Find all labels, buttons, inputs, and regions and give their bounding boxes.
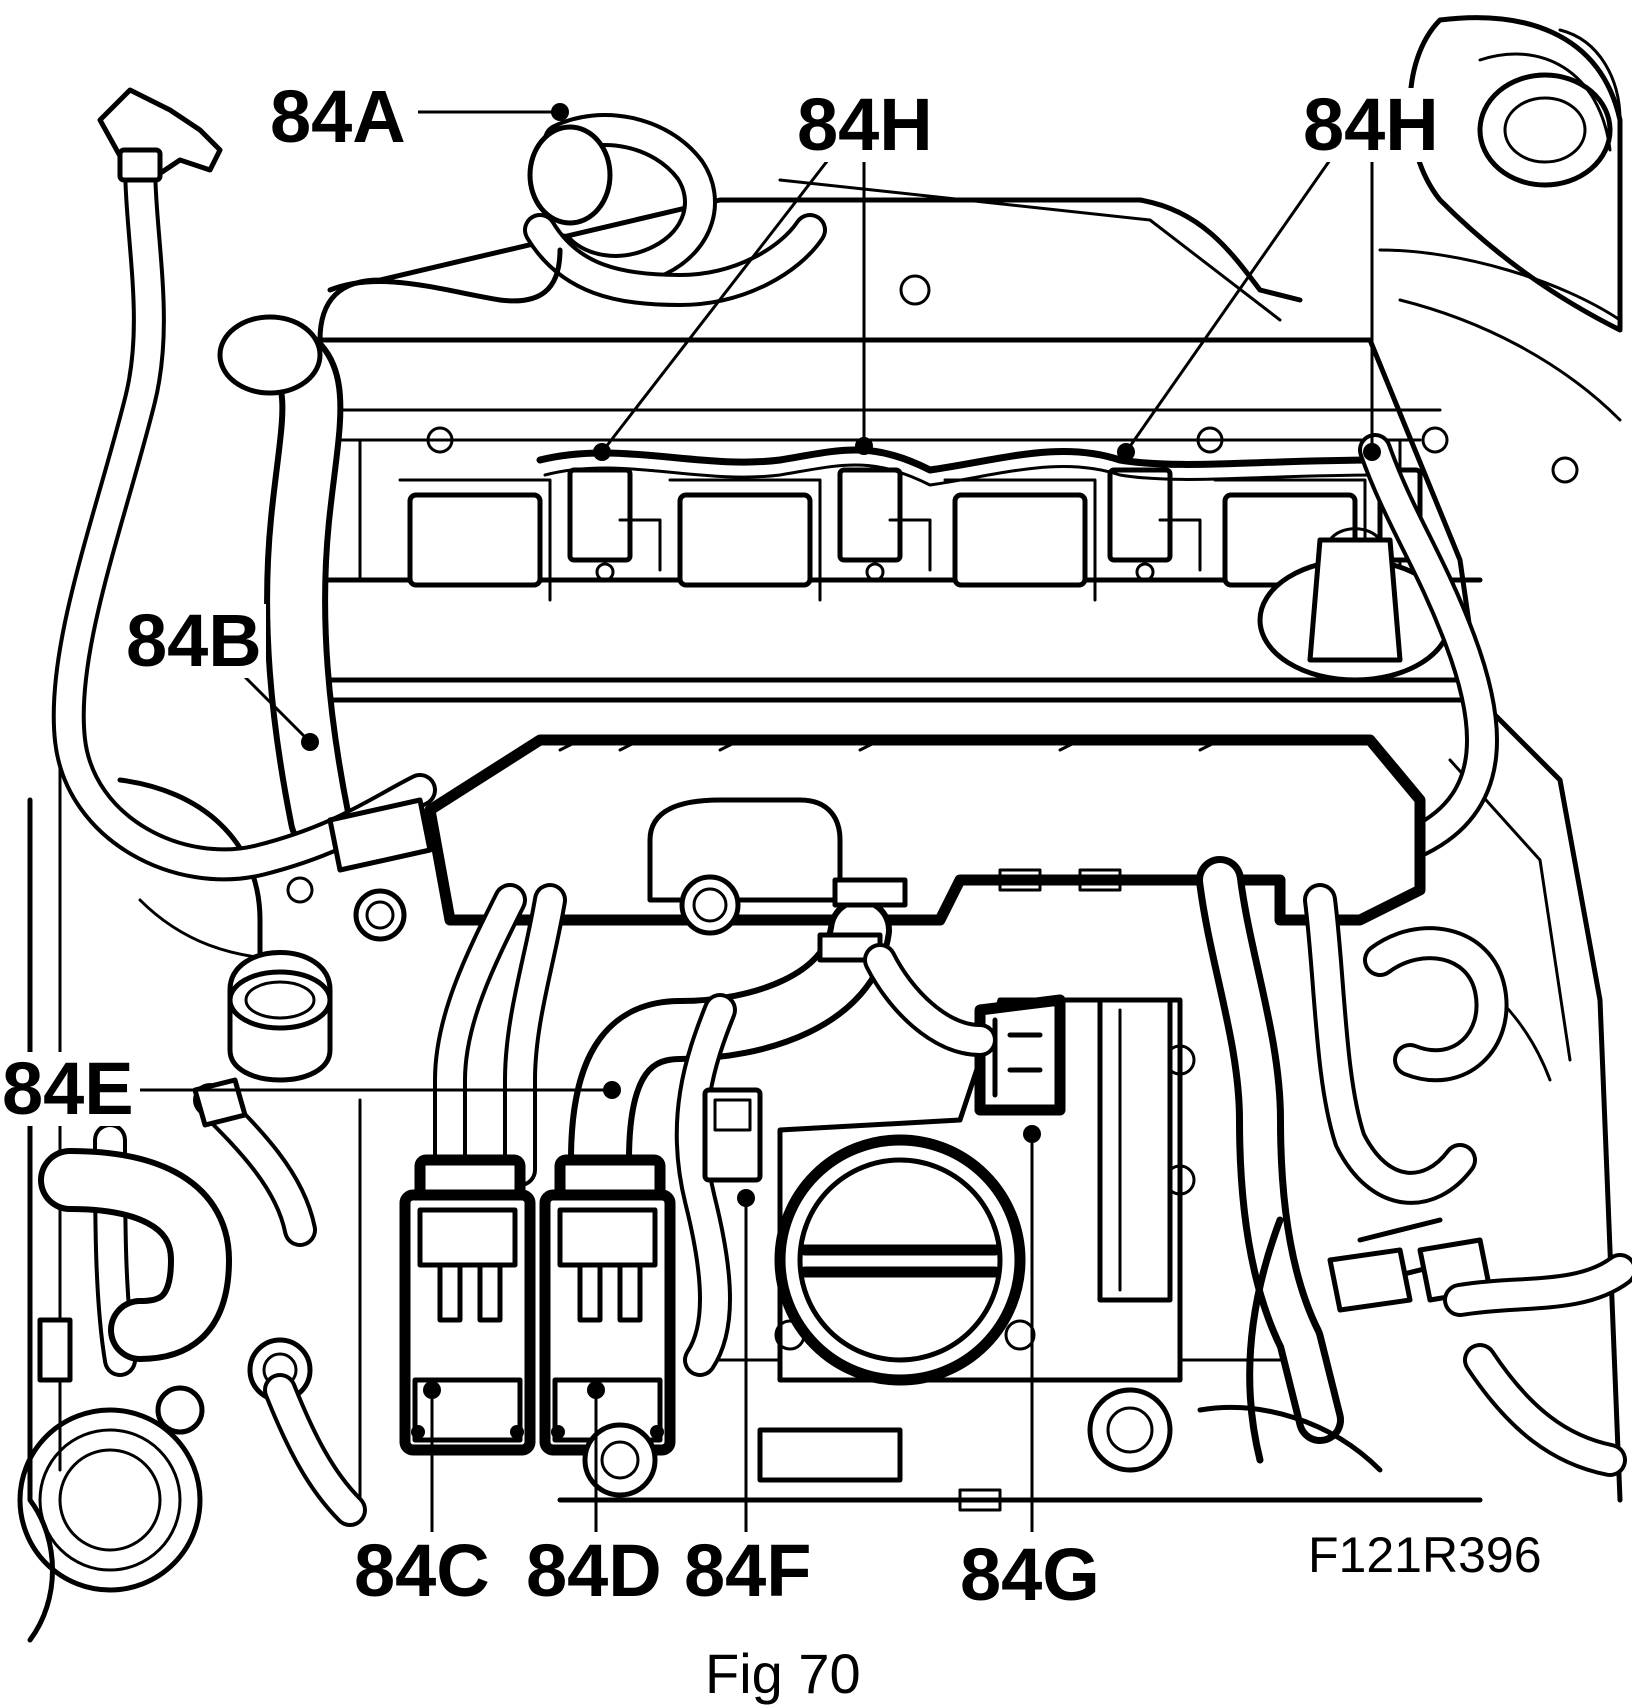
callout-84H-right: 84H: [1303, 83, 1439, 166]
leader-lines: [140, 103, 1381, 1532]
callout-84H-left: 84H: [797, 83, 933, 166]
callout-84A: 84A: [270, 75, 406, 158]
large-breather-hose: [217, 314, 352, 852]
sensor-84F: [674, 993, 763, 1377]
callout-84G: 84G: [960, 1533, 1100, 1616]
callout-84D: 84D: [526, 1529, 662, 1612]
lower-components: [582, 1343, 1627, 1512]
callout-84B: 84B: [126, 599, 262, 682]
throttle-body: [774, 997, 1196, 1386]
valve-hoses: [433, 883, 567, 1187]
solenoid-valve-84D: [539, 1154, 676, 1456]
figure-reference-code: F121R396: [1308, 1527, 1542, 1583]
callout-84E: 84E: [2, 1047, 134, 1130]
left-sensor-cable: [51, 87, 437, 882]
right-hose-loop: [1363, 926, 1509, 1083]
coil-harness: [536, 446, 1384, 474]
oil-filler-cap: [1257, 527, 1453, 683]
figure-caption: Fig 70: [705, 1642, 861, 1705]
lower-left-components: [17, 1077, 367, 1593]
crankcase-breather-hose: [327, 113, 827, 307]
label-backgrounds: [0, 78, 1444, 1610]
main-wiring-harness: [1196, 856, 1632, 1464]
connector-84G: [863, 943, 1066, 1116]
solenoid-valve-84C: [399, 1154, 536, 1456]
callout-84F: 84F: [684, 1529, 812, 1612]
plenum-small-fittings: [227, 797, 433, 1083]
callout-84C: 84C: [354, 1529, 490, 1612]
ignition-coils: [398, 274, 1579, 602]
